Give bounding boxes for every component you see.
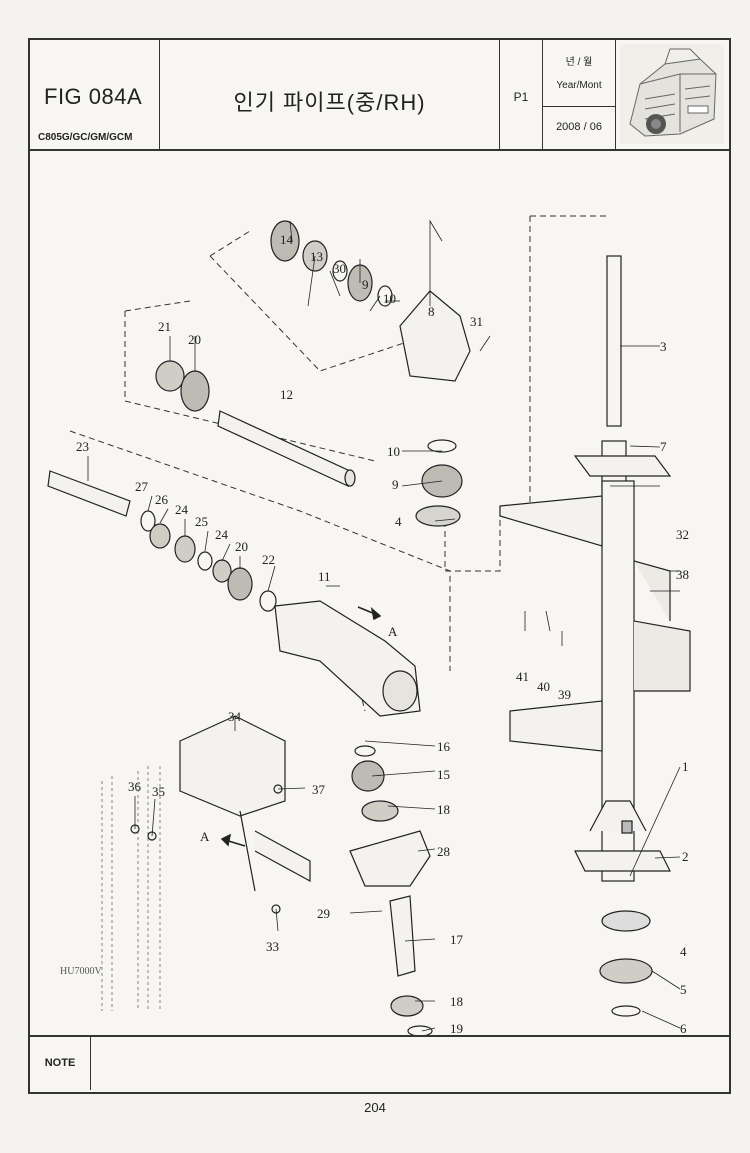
- callout-15: 15: [437, 767, 450, 782]
- parts-sheet: FIG 084A C805G/GC/GM/GCM 인기 파이프(중/RH) P1…: [28, 38, 731, 1094]
- callout-2: 2: [682, 849, 689, 864]
- middle-shaft-group: [155, 360, 356, 487]
- date-label-en: Year/Mont: [556, 80, 602, 91]
- callout-29: 29: [317, 906, 330, 921]
- callout-35: 35: [152, 784, 165, 799]
- callout-17: 17: [450, 932, 464, 947]
- callout-20: 20: [188, 332, 201, 347]
- callout-23: 23: [76, 439, 89, 454]
- callout-28: 28: [437, 844, 450, 859]
- callout-20: 20: [235, 539, 248, 554]
- callout-40: 40: [537, 679, 550, 694]
- callout-39: 39: [558, 687, 571, 702]
- callout-16: 16: [437, 739, 451, 754]
- callout-11: 11: [318, 569, 331, 584]
- title-cell: 인기 파이프(중/RH): [160, 40, 500, 149]
- machine-thumbnail-cell: [616, 40, 729, 149]
- view-arrow-label: A: [200, 829, 210, 844]
- callout-34: 34: [228, 709, 242, 724]
- fig-number: FIG 084A: [44, 84, 143, 109]
- callout-37: 37: [312, 782, 326, 797]
- view-arrows: [220, 606, 382, 847]
- callout-5: 5: [680, 982, 687, 997]
- page-code-cell: P1: [500, 40, 543, 149]
- callout-12: 12: [280, 387, 293, 402]
- upper-gear-group: [270, 220, 471, 527]
- callout-7: 7: [660, 439, 667, 454]
- date-label-ko: 년 / 월: [565, 57, 593, 68]
- callout-32: 32: [676, 527, 689, 542]
- leader-lines: [87, 219, 681, 1032]
- callout-19: 19: [450, 1021, 463, 1036]
- callout-6: 6: [680, 1021, 687, 1036]
- callout-22: 22: [262, 552, 275, 567]
- callout-18: 18: [450, 994, 463, 1009]
- callout-38: 38: [676, 567, 689, 582]
- callout-14: 14: [280, 232, 294, 247]
- page-number: 204: [364, 1100, 386, 1115]
- callout-24: 24: [215, 527, 229, 542]
- drawing-code: HU7000V: [60, 966, 102, 977]
- callout-26: 26: [155, 492, 169, 507]
- callout-9: 9: [392, 477, 399, 492]
- callout-21: 21: [158, 319, 171, 334]
- callout-31: 31: [470, 314, 483, 329]
- fig-cell: FIG 084A C805G/GC/GM/GCM: [30, 40, 160, 149]
- callout-36: 36: [128, 779, 142, 794]
- callout-4: 4: [395, 514, 402, 529]
- column-assembly: [499, 255, 691, 1017]
- callout-3: 3: [660, 339, 667, 354]
- combine-harvester-image: [620, 44, 724, 144]
- view-arrow-label: A: [388, 624, 398, 639]
- callout-33: 33: [266, 939, 279, 954]
- note-row: NOTE: [30, 1035, 729, 1092]
- date-value: 2008 / 06: [556, 121, 602, 133]
- callout-labels: 1 2 3 4 4 5 6 7 8 9 9 10 10 11 12 13 14 …: [76, 232, 689, 1036]
- callout-24: 24: [175, 502, 189, 517]
- callout-10: 10: [383, 291, 396, 306]
- page-title: 인기 파이프(중/RH): [233, 90, 426, 115]
- callout-18: 18: [437, 802, 450, 817]
- lower-shaft-group: [47, 470, 421, 717]
- model-list: C805G/GC/GM/GCM: [38, 132, 133, 143]
- callout-1: 1: [682, 759, 689, 774]
- page-code: P1: [513, 90, 529, 104]
- callout-27: 27: [135, 479, 149, 494]
- exploded-parts-diagram: A A: [47, 215, 691, 1037]
- callout-25: 25: [195, 514, 208, 529]
- date-cell: 년 / 월 Year/Mont 2008 / 06: [543, 40, 616, 149]
- callout-4: 4: [680, 944, 687, 959]
- callout-30: 30: [333, 261, 346, 276]
- callout-13: 13: [310, 249, 323, 264]
- note-label: NOTE: [44, 1057, 76, 1069]
- callout-10: 10: [387, 444, 400, 459]
- callout-9: 9: [362, 277, 369, 292]
- bracket-group: [101, 715, 311, 1011]
- header-block: FIG 084A C805G/GC/GM/GCM 인기 파이프(중/RH) P1…: [30, 40, 729, 151]
- callout-41: 41: [516, 669, 529, 684]
- callout-8: 8: [428, 304, 435, 319]
- output-group: [349, 745, 433, 1037]
